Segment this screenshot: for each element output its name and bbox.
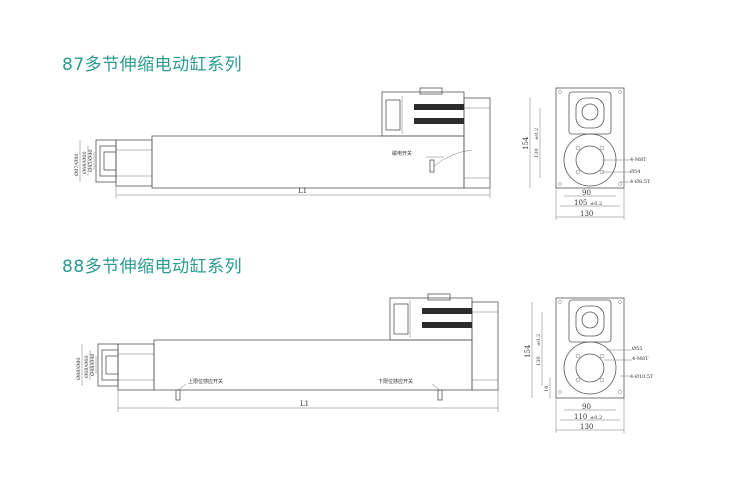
height-center-label: 130 [534,148,540,158]
upper-switch-label: 上限位感应开关 [188,378,223,385]
height-center-tol: ±0.2 [534,128,540,140]
rod-end-block [117,343,155,391]
width-110-tol: ±0.2 [590,415,602,421]
width-130-label: 130 [580,210,593,218]
section-title-88: 88多节伸缩电动缸系列 [62,257,243,277]
height-total-label: 154 [522,136,530,150]
motor [389,297,473,341]
pilot-label: Ø54 [630,168,640,175]
lower-limit-switch [437,389,443,401]
magnetic-switch [429,159,435,173]
diameter-mid-label: Ø68/Ø60 [81,151,88,174]
tube-mid [99,145,117,177]
gear-housing [471,301,499,391]
rod-end-block [115,139,153,187]
end-plate [555,87,625,189]
cylinder-end-view-88: Ø55 4-M8T 4-Ø10.5T 154 130 ±0.2 14 90 11… [524,297,654,433]
cylinder-side-view-87: Ø87/Ø80 Ø68/Ø60 Ø45/Ø40 磁电开关 L1 [73,87,491,198]
lower-switch-label: 下限位感应开关 [378,378,413,385]
tube-inner [103,151,117,171]
height-center-label: 130 [536,356,542,366]
holes-label: 4-Ø8.5T [630,178,651,185]
length-l1-label: L1 [298,187,307,195]
bolt-label: 4-M8T [632,356,649,362]
height-center-tol: ±0.2 [536,334,542,346]
diameter-inner-label: Ø48/Ø40 [89,353,96,376]
cylinder-side-view-88: Ø88/Ø80 Ø68/Ø60 Ø48/Ø40 上限位感应开关 下限位感应开关 … [75,293,499,412]
width-90-label: 90 [582,403,591,411]
holes-label: 4-Ø10.5T [630,373,654,380]
motor [381,91,465,137]
end-plate [555,297,625,399]
cylinder-body [151,135,465,189]
section-title-87: 87多节伸缩电动缸系列 [62,55,243,75]
side-14-label: 14 [544,386,550,392]
tube-inner [105,355,119,375]
width-90-label: 90 [582,189,591,197]
length-l1-label: L1 [300,400,309,408]
bolt-label: 4-M8T [630,157,647,163]
diameter-mid-label: Ø68/Ø60 [83,355,90,378]
diameter-inner-label: Ø45/Ø40 [87,149,94,172]
gear-housing [463,97,491,189]
tube-mid [101,349,119,381]
width-110-label: 110 [574,413,587,421]
diameter-outer-label: Ø87/Ø80 [73,153,80,176]
height-total-label: 154 [524,344,532,358]
width-105-label: 105 [574,199,587,207]
pilot-label: Ø55 [632,345,642,352]
cylinder-end-view-87: 4-M8T Ø54 4-Ø8.5T 154 130 ±0.2 90 105 ±0… [522,87,651,220]
width-105-tol: ±0.2 [590,201,602,207]
upper-limit-switch [175,389,181,401]
diameter-outer-label: Ø88/Ø80 [75,357,82,380]
width-130-label: 130 [580,423,593,431]
magnetic-switch-label: 磁电开关 [392,150,412,157]
